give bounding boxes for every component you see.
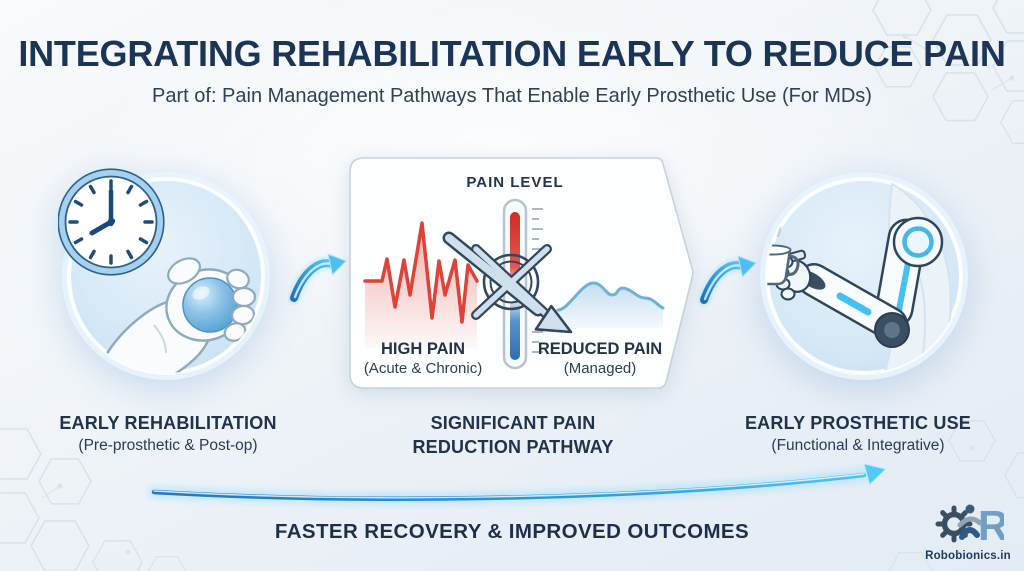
reduced-pain-waveform-icon: [556, 281, 665, 328]
pain-reduction-crossed-arrow-icon: [442, 231, 573, 334]
reduced-pain-sublabel: (Managed): [563, 360, 637, 377]
stage-label-line1: SIGNIFICANT PAIN: [430, 413, 596, 433]
logo-letter: R: [978, 502, 1004, 547]
brand-name: Robobionics.in: [925, 550, 1011, 562]
stage-label-line1: EARLY REHABILITATION: [59, 413, 277, 433]
person-icon: [957, 504, 983, 540]
pain-reduction-panel: PAIN LEVEL HIGH PAIN (Acute & Chronic) R…: [346, 152, 700, 396]
early-rehabilitation-illustration: [57, 165, 278, 393]
stage-label-line2: (Functional & Integrative): [771, 437, 945, 454]
progress-arrow-icon: [138, 458, 902, 510]
stage-label-line2: REDUCTION PATHWAY: [412, 437, 614, 457]
curved-flow-arrow-left: [288, 248, 350, 306]
page-title: INTEGRATING REHABILITATION EARLY TO REDU…: [18, 33, 1006, 74]
reduced-pain-label: REDUCED PAIN: [537, 340, 663, 358]
robobionics-logo-icon: R: [935, 502, 1008, 549]
stage-label-line2: (Pre-prosthetic & Post-op): [78, 437, 258, 454]
stage-label-rehabilitation: EARLY REHABILITATION (Pre-prosthetic & P…: [38, 413, 298, 455]
page-subtitle: Part of: Pain Management Pathways That E…: [152, 85, 872, 107]
panel-title: PAIN LEVEL: [466, 174, 564, 191]
clock-icon: [57, 168, 165, 276]
stage-label-line1: EARLY PROSTHETIC USE: [744, 413, 972, 433]
robobionics-logo: R Robobionics.in: [916, 497, 1020, 562]
high-pain-waveform-icon: [363, 221, 479, 348]
outcome-banner: FASTER RECOVERY & IMPROVED OUTCOMES: [274, 520, 750, 543]
high-pain-label: HIGH PAIN: [380, 340, 466, 358]
early-prosthetic-use-illustration: [752, 158, 978, 398]
high-pain-sublabel: (Acute & Chronic): [363, 360, 483, 377]
stage-label-pain-reduction: SIGNIFICANT PAIN REDUCTION PATHWAY: [388, 413, 638, 458]
stage-label-prosthetic-use: EARLY PROSTHETIC USE (Functional & Integ…: [723, 413, 993, 455]
prosthetic-arm-icon: [774, 216, 944, 348]
curved-flow-arrow-right: [698, 250, 760, 308]
